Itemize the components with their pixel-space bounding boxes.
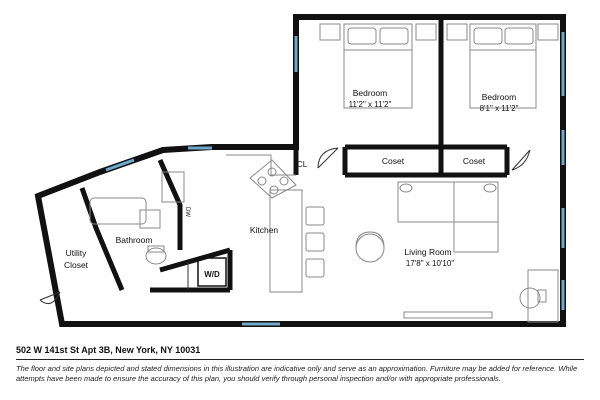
cl-label: CL — [297, 160, 308, 169]
washer-dryer — [197, 257, 227, 287]
kitchen-label: Kitchen — [250, 225, 279, 235]
closet-1-label: Coset — [382, 156, 405, 166]
kitchen-counter — [226, 154, 303, 293]
footer-divider — [16, 359, 584, 360]
closet-2-label: Coset — [463, 156, 486, 166]
living-room-dims: 17'8" x 10'10" — [406, 259, 454, 268]
bedroom-2-furniture — [446, 23, 559, 109]
property-address: 502 W 141st St Apt 3B, New York, NY 1003… — [16, 345, 201, 355]
exterior-walls — [34, 14, 566, 327]
living-room-label: Living Room — [404, 247, 451, 257]
bar-stools — [305, 206, 325, 278]
bedroom-1-furniture — [319, 23, 437, 109]
doors — [39, 147, 531, 305]
dw-label: DW — [184, 207, 190, 217]
bedroom-1-label: Bedroom — [353, 88, 388, 98]
bedroom-1-dims: 11'2" x 11'2" — [349, 100, 392, 109]
interior-walls — [79, 17, 510, 293]
bedroom-2-label: Bedroom — [482, 92, 517, 102]
utility-closet-label-2: Closet — [64, 260, 89, 270]
bathroom-label: Bathroom — [116, 235, 153, 245]
disclaimer-text: The floor and site plans depicted and st… — [16, 364, 578, 383]
utility-closet-label-1: Utility — [66, 248, 88, 258]
living-room-furniture — [355, 181, 559, 323]
windows — [105, 32, 565, 326]
wd-label: W/D — [204, 270, 220, 279]
bedroom-2-dims: 8'1" x 11'2" — [480, 104, 519, 113]
bathroom-fixtures — [89, 171, 185, 265]
